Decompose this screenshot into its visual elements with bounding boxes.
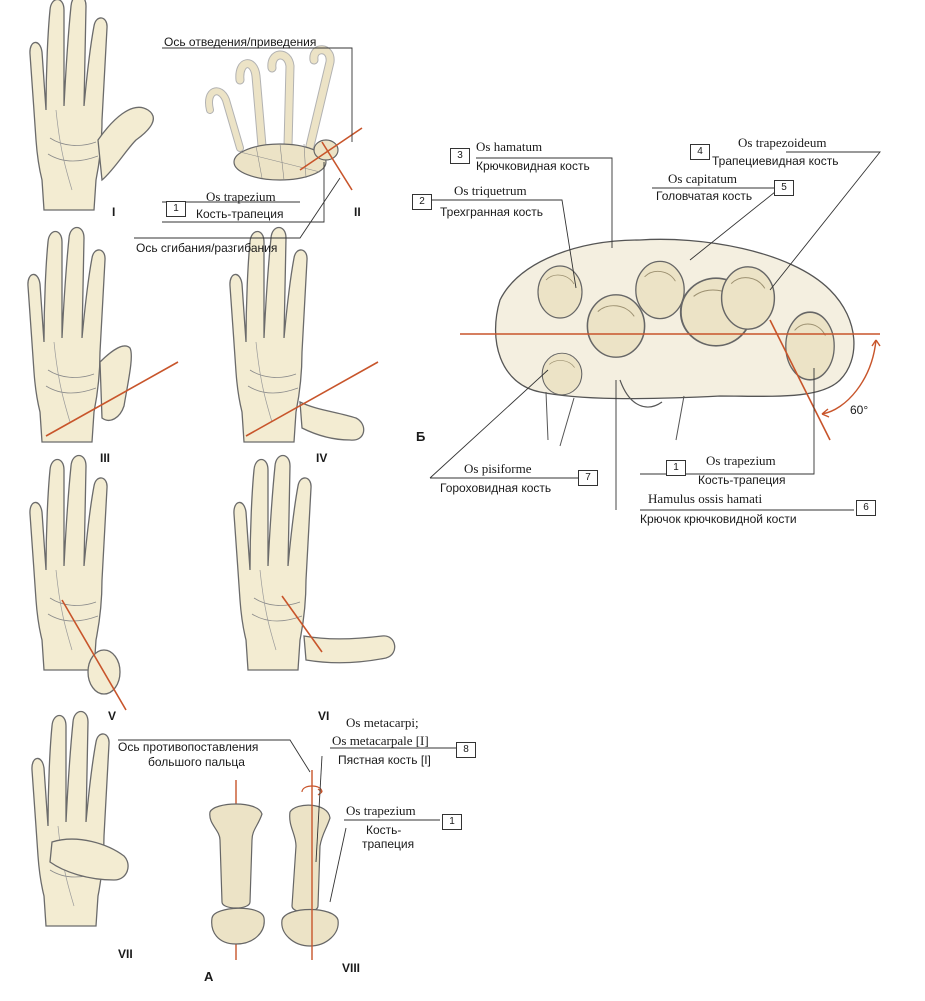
opposition-axis-label-line2: большого пальца: [148, 755, 245, 769]
axis-line-iv: [245, 361, 379, 437]
angle-arc-b: [821, 339, 877, 415]
leader-lines: [118, 47, 881, 903]
trapezium-b-russian: Кость-трапеция: [698, 473, 786, 487]
view-label-iii: III: [100, 451, 111, 465]
trapezium-b-latin: Os trapezium: [706, 453, 776, 468]
trapezium-a-latin: Os trapezium: [206, 189, 276, 204]
view-label-vii: VII: [118, 947, 133, 961]
callout-number-1c: 1: [442, 814, 462, 830]
hamatum-latin: Os hamatum: [476, 139, 543, 154]
callout-number-8: 8: [456, 742, 476, 758]
hand-view-i: [29, 0, 154, 211]
hamulus-russian: Крючок крючковидной кости: [640, 512, 797, 526]
oblique-axis-b: [769, 319, 831, 441]
view-label-ii: II: [354, 205, 361, 219]
carpal-bones-b: [494, 238, 855, 447]
metacarpi-latin-line1: Os metacarpi;: [346, 715, 419, 730]
hand-view-iii: [27, 226, 132, 443]
callout-number-3: 3: [450, 148, 470, 164]
trapezium-c-russian-line1: Кость-: [366, 823, 402, 837]
view-label-iv: IV: [316, 451, 328, 465]
panel-letter-a: А: [204, 969, 214, 984]
hamulus-latin: Hamulus ossis hamati: [648, 491, 763, 506]
flexion-axis-label: Ось сгибания/разгибания: [136, 241, 278, 255]
pisiforme-russian: Гороховидная кость: [440, 481, 552, 495]
trapezoideum-russian: Трапециевидная кость: [712, 154, 839, 168]
abduction-axis-label: Ось отведения/приведения: [164, 35, 317, 49]
view-label-vi: VI: [318, 709, 330, 723]
hamatum-russian: Крючковидная кость: [476, 159, 590, 173]
angle-label: 60°: [850, 403, 869, 417]
hand-view-iv: [229, 226, 365, 443]
callout-number-1b: 1: [666, 460, 686, 476]
panel-letter-b: Б: [416, 429, 426, 444]
callout-number-2: 2: [412, 194, 432, 210]
callout-number-5: 5: [774, 180, 794, 196]
opposition-axis-label-line1: Ось противопоставления: [118, 740, 259, 754]
callout-number-1a: 1: [166, 201, 186, 217]
metacarpi-latin-line2: Os metacarpale [I]: [332, 733, 429, 748]
trapezium-c-latin: Os trapezium: [346, 803, 416, 818]
flexion-axis-line: [321, 141, 353, 191]
callout-number-6: 6: [856, 500, 876, 516]
metacarpi-russian: Пястная кость [I]: [338, 753, 431, 767]
view-label-i: I: [112, 205, 116, 219]
trapezium-a-russian: Кость-трапеция: [196, 207, 284, 221]
capitatum-latin: Os capitatum: [668, 171, 737, 186]
axis-line-vi: [281, 595, 323, 653]
trapezoideum-latin: Os trapezoideum: [738, 135, 827, 150]
metacarpal-bones-a: [209, 770, 339, 960]
triquetrum-russian: Трехгранная кость: [440, 205, 544, 219]
trapezium-c-russian-line2: трапеция: [362, 837, 415, 851]
hand-skeleton-view-ii: [205, 45, 339, 181]
axis-line-iii: [45, 361, 179, 437]
capitatum-russian: Головчатая кость: [656, 189, 753, 203]
view-label-v: V: [108, 709, 117, 723]
axis-line-v: [61, 599, 127, 711]
callout-number-4: 4: [690, 144, 710, 160]
triquetrum-latin: Os triquetrum: [454, 183, 527, 198]
view-label-viii: VIII: [342, 961, 361, 975]
hand-view-vi: [233, 454, 396, 671]
hand-view-v: [29, 454, 121, 695]
callout-number-7: 7: [578, 470, 598, 486]
hand-view-vii: [31, 710, 129, 927]
pisiforme-latin: Os pisiforme: [464, 461, 532, 476]
